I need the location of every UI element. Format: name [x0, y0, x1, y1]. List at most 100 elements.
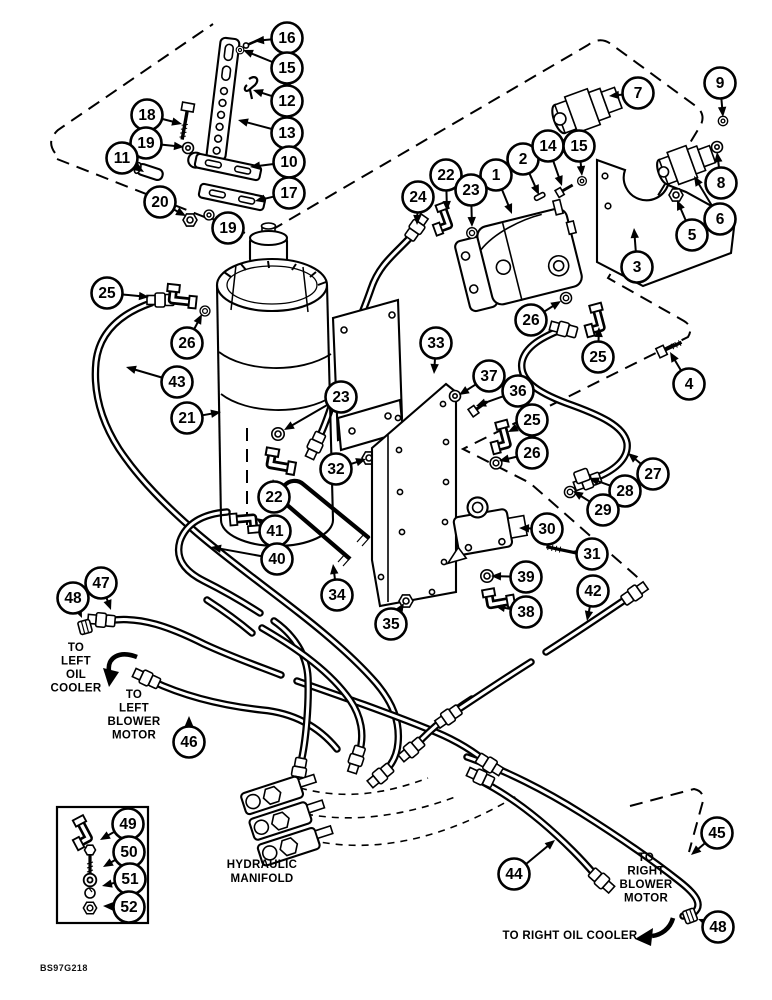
leader-arrowhead — [330, 564, 339, 575]
callout-circle — [374, 607, 408, 641]
callout-number: 47 — [92, 575, 109, 592]
leader-line — [250, 52, 274, 64]
callout-15: 15 — [243, 49, 304, 85]
hose-47 — [103, 615, 488, 764]
callout-52: 52 — [103, 890, 146, 924]
leader-arrowhead — [171, 117, 182, 126]
callout-circle — [514, 303, 548, 337]
leader-line — [122, 293, 142, 298]
leader-line — [161, 143, 177, 148]
callout-number: 43 — [168, 374, 186, 391]
callout-number: 39 — [517, 569, 535, 586]
callout-13: 13 — [238, 116, 304, 150]
callout-2: 2 — [506, 142, 540, 195]
callout-number: 25 — [523, 412, 541, 429]
callout-number: 26 — [522, 312, 540, 329]
callout-number: 21 — [178, 410, 196, 427]
leader-arrowhead — [126, 365, 137, 374]
leader-line — [596, 479, 611, 487]
callout-number: 3 — [633, 259, 642, 276]
callout-1: 1 — [479, 158, 513, 214]
callout-43: 43 — [126, 365, 194, 399]
washer-8 — [710, 140, 724, 154]
callout-number: 30 — [538, 521, 555, 538]
leader-arrowhead — [430, 363, 439, 374]
callout-47: 47 — [84, 566, 118, 610]
callout-circle — [509, 560, 543, 594]
callout-circle — [479, 158, 513, 192]
leader-arrowhead — [243, 49, 254, 58]
callout-number: 34 — [328, 587, 346, 604]
callout-number: 31 — [583, 546, 601, 563]
callout-9: 9 — [703, 66, 737, 117]
callout-15: 15 — [562, 129, 596, 176]
leader-arrowhead — [504, 203, 513, 214]
callout-18: 18 — [130, 98, 182, 132]
callout-circle — [497, 857, 531, 891]
callout-circle — [454, 173, 488, 207]
callout-7: 7 — [609, 76, 655, 110]
callout-circle — [562, 129, 596, 163]
strap-13 — [205, 36, 241, 162]
callout-25: 25 — [508, 403, 549, 437]
bolt-50 — [83, 844, 97, 874]
callout-number: 2 — [519, 151, 528, 168]
lock-washer — [84, 887, 96, 899]
leader-arrowhead — [717, 106, 727, 117]
strap-17 — [197, 182, 267, 212]
callout-number: 15 — [570, 138, 588, 155]
callout-circle — [586, 493, 620, 527]
callout-number: 25 — [98, 285, 116, 302]
callout-20: 20 — [143, 185, 186, 219]
callout-34: 34 — [320, 564, 354, 612]
callout-48: 48 — [698, 910, 735, 944]
leader-arrowhead — [442, 200, 451, 211]
leader-arrowhead — [584, 610, 594, 621]
callout-19: 19 — [211, 211, 245, 245]
reservoir-bracket — [331, 298, 405, 452]
callout-number: 28 — [616, 483, 634, 500]
callout-circle — [704, 166, 738, 200]
hydraulic-manifold-drawing — [240, 773, 334, 867]
callout-4: 4 — [670, 352, 706, 401]
leader-arrowhead — [133, 163, 144, 172]
leader-arrowhead — [211, 544, 222, 553]
leader-arrowhead — [355, 458, 366, 467]
leader-line — [525, 844, 550, 865]
reservoir-group — [166, 222, 405, 548]
callout-number: 1 — [492, 167, 501, 184]
callout-circle — [90, 276, 124, 310]
leader-arrowhead — [670, 352, 679, 363]
callout-circle — [211, 211, 245, 245]
callout-circle — [530, 512, 564, 546]
oring-23-reservoir — [270, 426, 286, 442]
leader-arrowhead — [253, 89, 264, 98]
hose-44 — [473, 775, 600, 880]
callout-number: 25 — [589, 349, 607, 366]
callout-number: 52 — [120, 899, 137, 916]
callout-circle — [56, 581, 90, 615]
callout-38: 38 — [495, 595, 543, 629]
leader-arrowhead — [175, 207, 186, 216]
leader-arrowhead — [254, 35, 265, 45]
callout-circle — [105, 141, 139, 175]
callout-circle — [621, 76, 655, 110]
washer-51 — [82, 872, 98, 888]
callout-circle — [472, 359, 506, 393]
leader-line — [679, 206, 687, 222]
valve-30 — [446, 496, 529, 565]
leader-arrowhead — [573, 491, 584, 500]
callout-number: 32 — [327, 461, 344, 478]
callout-number: 5 — [688, 227, 697, 244]
callout-30: 30 — [519, 512, 564, 546]
leader-arrowhead — [628, 453, 639, 463]
fitting-46 — [130, 665, 163, 692]
callout-number: 20 — [151, 194, 168, 211]
callout-circle — [170, 401, 204, 435]
leader-arrowhead — [467, 216, 476, 227]
callout-circle — [429, 158, 463, 192]
leader-arrowhead — [544, 840, 555, 850]
